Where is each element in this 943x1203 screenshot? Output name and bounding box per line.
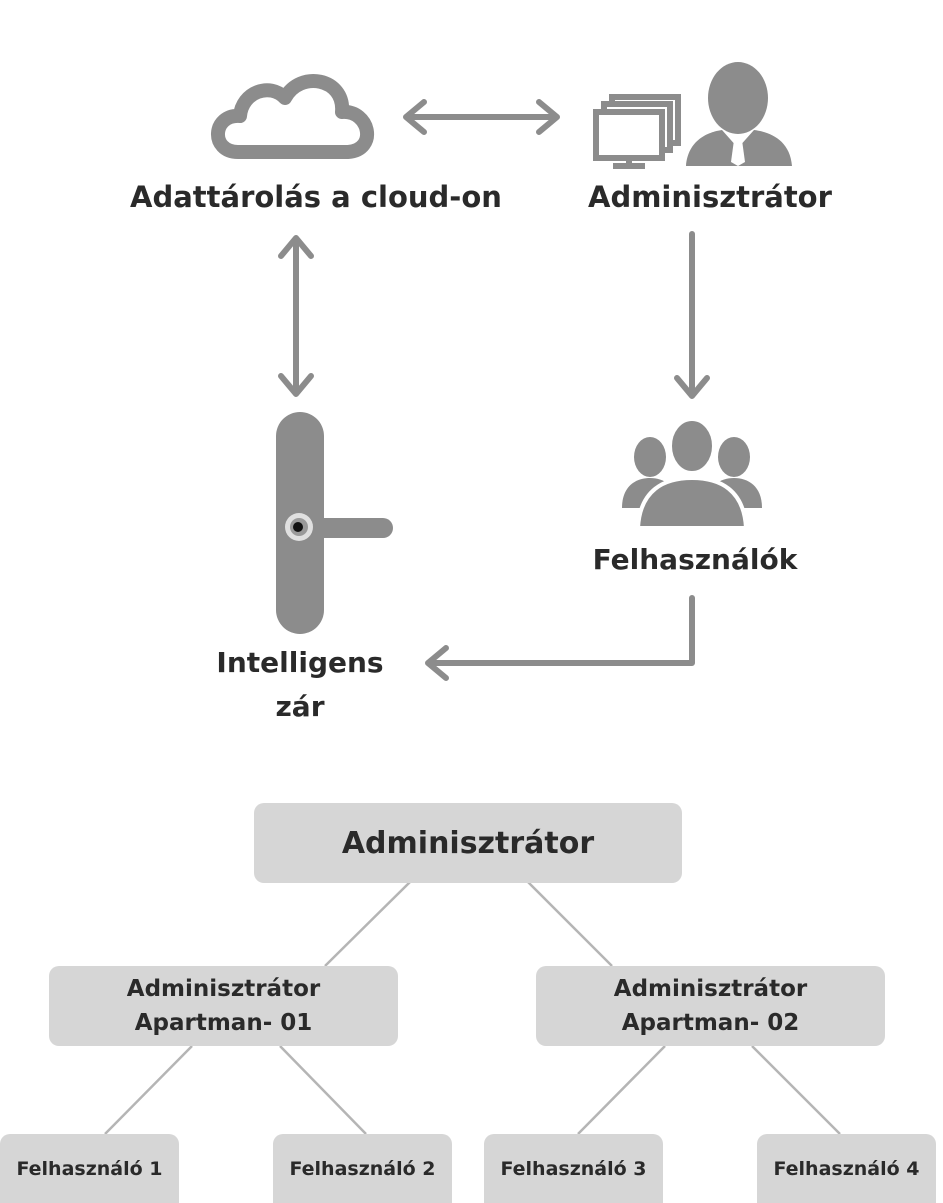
user-box-1: Felhasználó 1 [0, 1134, 179, 1203]
flow-diagram [211, 62, 792, 681]
user-box-2: Felhasználó 2 [273, 1134, 452, 1203]
cloud-icon [211, 74, 374, 159]
user-label-1: Felhasználó 1 [16, 1157, 163, 1180]
cloud-lock-arrow [278, 235, 314, 397]
cloud-storage-label: Adattárolás a cloud-on [130, 180, 502, 214]
users-group-icon [622, 417, 762, 530]
apartment-admin-box-01: Adminisztrátor Apartman- 01 [49, 966, 398, 1046]
admin-person-icon [686, 62, 792, 166]
user-label-3: Felhasználó 3 [500, 1157, 647, 1180]
users-lock-arrow [425, 595, 695, 681]
user-label-2: Felhasználó 2 [289, 1157, 436, 1180]
root-admin-label: Adminisztrátor [341, 825, 595, 861]
admin-users-arrow [674, 231, 710, 399]
apartment-admin-label-02-line2: Apartman- 02 [621, 1010, 800, 1036]
user-box-3: Felhasználó 3 [484, 1134, 663, 1203]
smart-lock-label-line1: Intelligens [216, 646, 384, 679]
monitor-icon [593, 94, 681, 169]
apartment-admin-label-01-line1: Adminisztrátor [126, 976, 321, 1002]
smart-lock-label-line2: zár [275, 690, 325, 723]
users-label: Felhasználók [592, 543, 798, 576]
user-box-4: Felhasználó 4 [757, 1134, 936, 1203]
cloud-admin-arrow [403, 99, 560, 135]
apartment-admin-box-02: Adminisztrátor Apartman- 02 [536, 966, 885, 1046]
apartment-admin-label-01-line2: Apartman- 01 [134, 1010, 313, 1036]
smart-lock-icon [276, 412, 393, 634]
apartment-admin-label-02-line1: Adminisztrátor [613, 976, 808, 1002]
admin-label: Adminisztrátor [588, 180, 832, 214]
root-admin-box: Adminisztrátor [254, 803, 682, 883]
user-label-4: Felhasználó 4 [773, 1157, 920, 1180]
